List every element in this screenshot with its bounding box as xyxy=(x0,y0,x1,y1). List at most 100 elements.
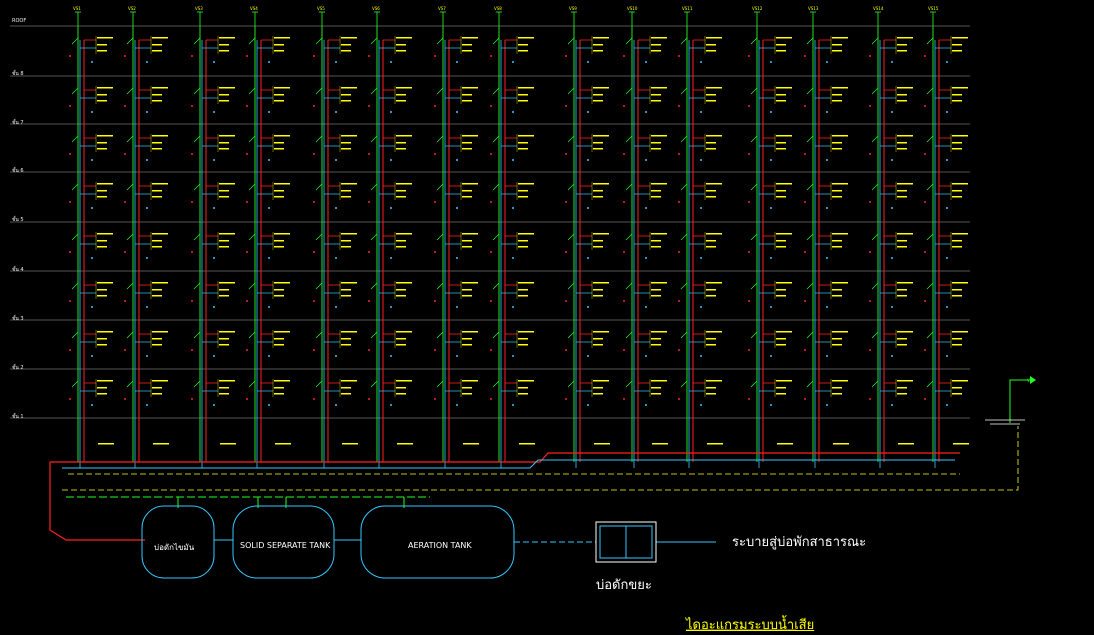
note-text-mark xyxy=(776,37,792,39)
note-text-mark xyxy=(518,387,528,389)
note-text-mark xyxy=(219,148,229,150)
note-text-mark xyxy=(396,196,406,198)
note-text-mark xyxy=(341,240,351,242)
fixture-point xyxy=(368,201,370,203)
note-text-mark xyxy=(651,282,667,284)
note-text-mark xyxy=(897,246,907,248)
note-text-mark xyxy=(952,148,962,150)
vent-branch xyxy=(625,233,633,241)
fixture-point xyxy=(434,398,436,400)
note-text-mark xyxy=(341,233,357,235)
fixture-point xyxy=(770,61,772,63)
note-text-mark xyxy=(97,94,107,96)
vent-branch xyxy=(625,331,633,339)
note-text-mark xyxy=(219,50,229,52)
note-text-mark xyxy=(952,338,962,340)
note-text-mark xyxy=(396,380,412,382)
fixture-point xyxy=(213,61,215,63)
note-text-mark xyxy=(274,196,284,198)
fixture-point xyxy=(69,251,71,253)
vent-branch xyxy=(680,233,688,241)
note-text-mark xyxy=(952,190,962,192)
note-text-mark xyxy=(952,44,962,46)
fixture-point xyxy=(748,55,750,57)
fixture-point xyxy=(869,105,871,107)
fixture-point xyxy=(191,153,193,155)
fixture-point xyxy=(770,257,772,259)
note-text-mark xyxy=(593,37,609,39)
fixture-point xyxy=(804,398,806,400)
note-text-mark xyxy=(152,338,162,340)
note-text-mark xyxy=(518,233,534,235)
fixture-point xyxy=(124,201,126,203)
vent-branch xyxy=(315,87,323,95)
fixture-point xyxy=(124,398,126,400)
vent-branch xyxy=(436,380,444,388)
cyan-collector xyxy=(62,459,955,469)
note-text-mark xyxy=(706,94,716,96)
note-text-mark xyxy=(706,331,722,333)
note-text-mark xyxy=(593,380,609,382)
note-text-mark xyxy=(776,87,792,89)
fixture-point xyxy=(368,105,370,107)
vent-branch xyxy=(248,37,256,45)
fixture-point xyxy=(191,251,193,253)
fixture-point xyxy=(645,404,647,406)
note-text-mark xyxy=(396,344,406,346)
note-text-mark xyxy=(952,142,962,144)
fixture-point xyxy=(587,111,589,113)
vent-branch xyxy=(806,87,814,95)
note-text-mark xyxy=(593,148,603,150)
vent-branch xyxy=(193,233,201,241)
vent-branch xyxy=(492,135,500,143)
note-text-mark xyxy=(219,295,229,297)
note-text-mark xyxy=(219,87,235,89)
note-text-mark xyxy=(593,190,603,192)
note-text-mark xyxy=(832,282,848,284)
fixture-point xyxy=(313,300,315,302)
vent-branch xyxy=(806,183,814,191)
note-text-mark xyxy=(776,148,786,150)
fixture-point xyxy=(678,105,680,107)
fixture-point xyxy=(434,153,436,155)
note-text-mark xyxy=(518,282,534,284)
note-text-mark xyxy=(97,148,107,150)
fixture-point xyxy=(124,300,126,302)
fixture-point xyxy=(891,355,893,357)
vent-branch xyxy=(567,87,575,95)
fixture-point xyxy=(456,61,458,63)
vent-branch xyxy=(806,331,814,339)
fixture-point xyxy=(700,61,702,63)
fixture-point xyxy=(700,355,702,357)
note-text-mark xyxy=(651,148,661,150)
vent-branch xyxy=(871,331,879,339)
note-text-mark xyxy=(832,37,848,39)
fixture-point xyxy=(191,398,193,400)
fixture-point xyxy=(268,404,270,406)
vent-branch xyxy=(436,37,444,45)
note-text-mark xyxy=(651,233,667,235)
base-note-mark xyxy=(397,443,413,445)
vent-branch xyxy=(926,37,934,45)
fixture-point xyxy=(390,257,392,259)
vent-branch xyxy=(71,233,79,241)
note-text-mark xyxy=(462,246,472,248)
note-text-mark xyxy=(518,196,528,198)
note-text-mark xyxy=(152,246,162,248)
fixture-point xyxy=(191,105,193,107)
fixture-point xyxy=(69,201,71,203)
note-text-mark xyxy=(952,387,962,389)
floor-label-6: ชั้น 6 xyxy=(12,168,24,174)
note-text-mark xyxy=(897,183,913,185)
note-text-mark xyxy=(396,393,406,395)
note-text-mark xyxy=(593,338,603,340)
vent-branch xyxy=(750,37,758,45)
vent-branch xyxy=(680,183,688,191)
note-text-mark xyxy=(152,50,162,52)
base-note-mark xyxy=(220,443,236,445)
fixture-point xyxy=(891,257,893,259)
fixture-point xyxy=(587,159,589,161)
note-text-mark xyxy=(518,94,528,96)
fixture-point xyxy=(678,55,680,57)
fixture-point xyxy=(700,257,702,259)
